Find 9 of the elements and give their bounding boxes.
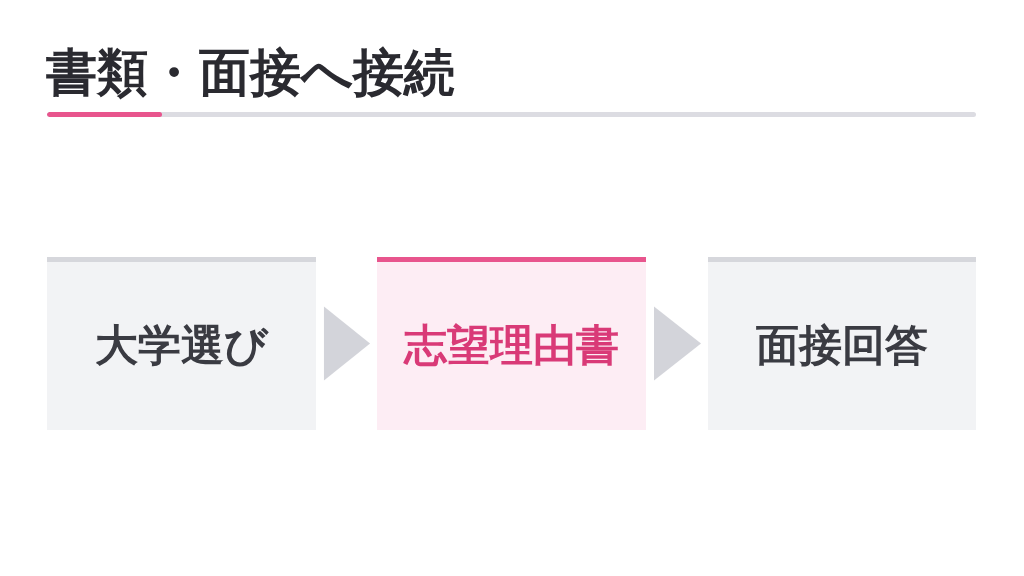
process-box — [377, 257, 646, 430]
process-box — [47, 257, 316, 430]
arrow — [654, 306, 701, 381]
step-label: 面接回答 — [756, 320, 928, 372]
step-label: 志望理由書 — [404, 320, 619, 372]
process-box — [708, 257, 976, 430]
step-label: 大学選び — [95, 320, 268, 372]
heading: 書類・面接へ接続 — [46, 42, 455, 104]
arrow — [323, 306, 371, 381]
